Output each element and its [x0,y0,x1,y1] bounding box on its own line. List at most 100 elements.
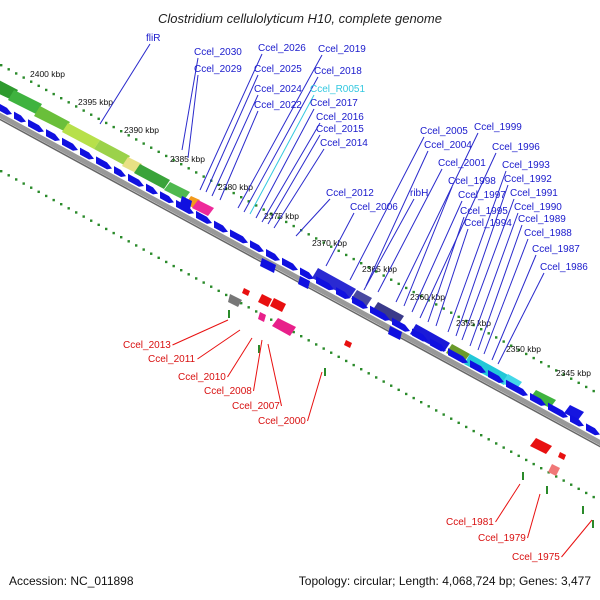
tick-dot [165,260,168,264]
tick-dot [60,203,63,206]
tick-dot [7,68,10,71]
gene-label[interactable]: Ccel_1999 [474,122,522,133]
gene-label[interactable]: Ccel_2005 [420,126,468,137]
leader-line [365,150,429,287]
gene-label[interactable]: Ccel_2029 [194,64,242,75]
gene-label[interactable]: Ccel_1979 [478,533,526,544]
gene-label[interactable]: Ccel_1990 [514,202,562,213]
gene-label[interactable]: Ccel_1986 [540,262,588,273]
gene-label[interactable]: Ccel_1981 [446,517,494,528]
gene-label[interactable]: Ccel_1998 [448,176,496,187]
kbp-label: 2365 kbp [362,264,397,274]
kbp-label: 2360 kbp [410,292,445,302]
gene-label[interactable]: Ccel_1987 [532,244,580,255]
tick-dot [75,105,78,108]
gene-label[interactable]: Ccel_1994 [464,218,512,229]
gene-label[interactable]: Ccel_2004 [424,140,472,151]
tick-dot [105,121,108,125]
gene-label[interactable]: Ccel_1993 [502,160,550,171]
tick-dot [307,339,310,342]
kbp-label: 2390 kbp [124,125,159,135]
tick-dot [120,130,123,133]
gene-label[interactable]: ribH [410,188,428,199]
gene-label[interactable]: Ccel_2006 [350,202,398,213]
gene-label[interactable]: Ccel_2011 [148,354,196,365]
gene-label[interactable]: Ccel_R0051 [310,84,365,95]
kbp-label: 2350 kbp [506,344,541,354]
tick-dot [397,282,400,286]
tick-dot [540,467,543,470]
tick-dot [457,421,460,425]
leader-line [403,186,453,307]
gene-label[interactable]: Ccel_1989 [518,214,566,225]
gene-label[interactable]: Ccel_2022 [254,100,302,111]
gene-arrow [530,392,546,406]
gene-label[interactable]: Ccel_1988 [524,228,572,239]
gene-label[interactable]: Ccel_2012 [326,188,374,199]
gene-label[interactable]: Ccel_2015 [316,124,364,135]
tick-dot [292,330,295,334]
tick-dot [180,163,183,166]
gene-label[interactable]: Ccel_2000 [258,416,306,427]
gene-label[interactable]: Ccel_1991 [510,188,558,199]
tick-dot [0,170,3,173]
tick-dot [360,262,363,265]
gene-label[interactable]: Ccel_2017 [310,98,358,109]
gene-label[interactable]: Ccel_2018 [314,66,362,77]
gene-label[interactable]: Ccel_2008 [204,386,252,397]
tick-dot [502,340,505,343]
major-tick [324,368,326,376]
gene-label[interactable]: Ccel_1992 [504,174,552,185]
tick-dot [562,373,565,376]
tick-dot [270,212,273,215]
gene-label[interactable]: Ccel_1997 [458,190,506,201]
gene-arrow [388,326,402,340]
tick-dot [562,479,565,482]
gene-label[interactable]: Ccel_2013 [123,340,171,351]
gene-arrow [80,147,94,160]
tick-dot [427,299,430,302]
tick-dot [90,219,93,222]
gene-label[interactable]: Ccel_2026 [258,43,306,54]
gene-arrow [352,295,368,309]
gene-arrow [14,111,26,123]
gene-arrow [114,166,126,177]
leader-line [261,122,321,223]
gene-label[interactable]: Ccel_2007 [232,401,280,412]
leader-line [199,53,263,191]
gene-label[interactable]: Ccel_2019 [318,44,366,55]
gene-label[interactable]: Ccel_2001 [438,158,486,169]
leader-line [181,57,199,151]
leader-line [411,200,463,313]
tick-dot [30,80,33,83]
tick-dot [570,483,573,486]
gene-label[interactable]: Ccel_2016 [316,112,364,123]
gene-label[interactable]: Ccel_2014 [320,138,368,149]
gene-label[interactable]: Ccel_1996 [492,142,540,153]
tick-dot [217,289,220,293]
tick-dot [442,307,445,310]
leader-line [477,224,523,351]
leader-line [253,339,263,392]
tick-dot [405,392,408,396]
leader-line [483,238,529,355]
gene-arrow [282,257,298,271]
gene-label[interactable]: fliR [146,33,160,44]
gene-label[interactable]: Ccel_1975 [512,552,560,563]
gene-label[interactable]: Ccel_2030 [194,47,242,58]
gene-label[interactable]: Ccel_1995 [460,206,508,217]
gene-label[interactable]: Ccel_2025 [254,64,302,75]
gene-label[interactable]: Ccel_2010 [178,372,226,383]
tick-dot [517,348,520,352]
leader-line [495,483,521,523]
tick-dot [585,491,588,495]
tick-dot [127,240,130,243]
tick-dot [322,241,325,244]
tick-dot [187,167,190,170]
tick-dot [195,277,198,280]
gene-label[interactable]: Ccel_2024 [254,84,302,95]
tick-dot [555,369,558,372]
tick-dot [510,344,513,347]
